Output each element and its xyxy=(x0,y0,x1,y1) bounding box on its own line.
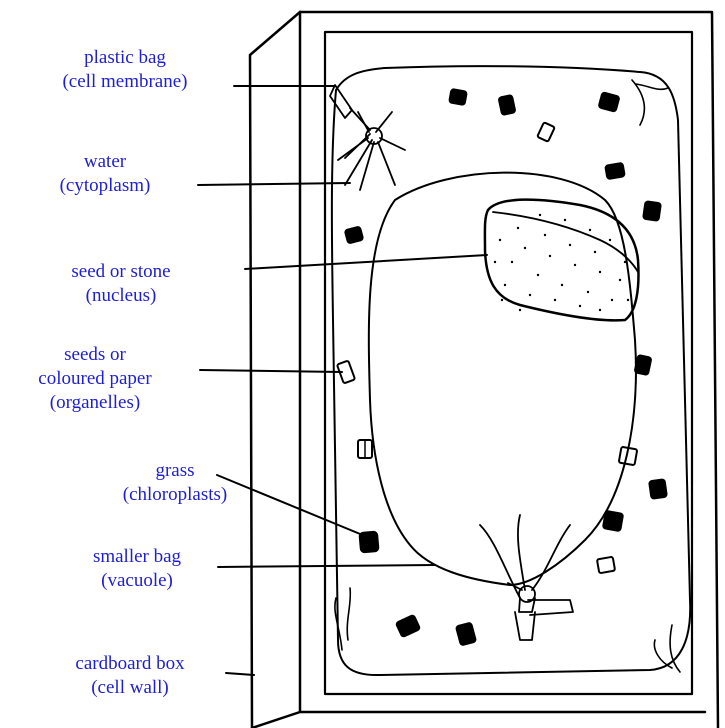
label-cell-membrane-line2: (cell membrane) xyxy=(20,70,230,94)
leader-cell-wall xyxy=(226,673,254,675)
chloroplast xyxy=(634,355,651,376)
label-organelles-line3: (organelles) xyxy=(0,391,190,415)
chloroplast xyxy=(603,511,624,532)
label-cytoplasm-line2: (cytoplasm) xyxy=(10,174,200,198)
label-vacuole: smaller bag (vacuole) xyxy=(62,545,212,593)
box-bottom-edge xyxy=(252,712,300,728)
label-vacuole-line1: smaller bag xyxy=(62,545,212,569)
label-cell-membrane-line1: plastic bag xyxy=(20,46,230,70)
organelle xyxy=(597,557,615,574)
label-cell-wall-line2: (cell wall) xyxy=(40,676,220,700)
label-cytoplasm-line1: water xyxy=(10,150,200,174)
leader-cytoplasm xyxy=(198,183,350,185)
chloroplast xyxy=(344,226,363,244)
chloroplast xyxy=(449,89,467,106)
label-cell-wall-line1: cardboard box xyxy=(40,652,220,676)
label-organelles-line2: coloured paper xyxy=(0,367,190,391)
label-organelles: seeds or coloured paper (organelles) xyxy=(0,343,190,415)
chloroplast xyxy=(456,622,477,645)
vacuole-bag xyxy=(369,173,636,585)
organelle xyxy=(537,122,555,142)
organelles xyxy=(337,122,637,573)
label-chloroplasts-line2: (chloroplasts) xyxy=(100,483,250,507)
label-nucleus-line1: seed or stone xyxy=(10,260,232,284)
chloroplast xyxy=(498,95,515,116)
chloroplast xyxy=(643,201,661,221)
label-nucleus: seed or stone (nucleus) xyxy=(10,260,232,308)
label-chloroplasts: grass (chloroplasts) xyxy=(100,459,250,507)
bag-tie-knot xyxy=(330,85,405,190)
vacuole-tie-knot xyxy=(480,515,573,640)
leader-nucleus xyxy=(245,255,487,269)
chloroplast xyxy=(598,92,620,112)
label-cytoplasm: water (cytoplasm) xyxy=(10,150,200,198)
label-cell-wall: cardboard box (cell wall) xyxy=(40,652,220,700)
chloroplast xyxy=(605,163,625,180)
label-organelles-line1: seeds or xyxy=(0,343,190,367)
label-vacuole-line2: (vacuole) xyxy=(62,569,212,593)
label-chloroplasts-line1: grass xyxy=(100,459,250,483)
chloroplast xyxy=(396,615,421,638)
label-nucleus-line2: (nucleus) xyxy=(10,284,232,308)
chloroplast xyxy=(649,479,667,499)
label-cell-membrane: plastic bag (cell membrane) xyxy=(20,46,230,94)
leader-organelles xyxy=(200,370,342,372)
